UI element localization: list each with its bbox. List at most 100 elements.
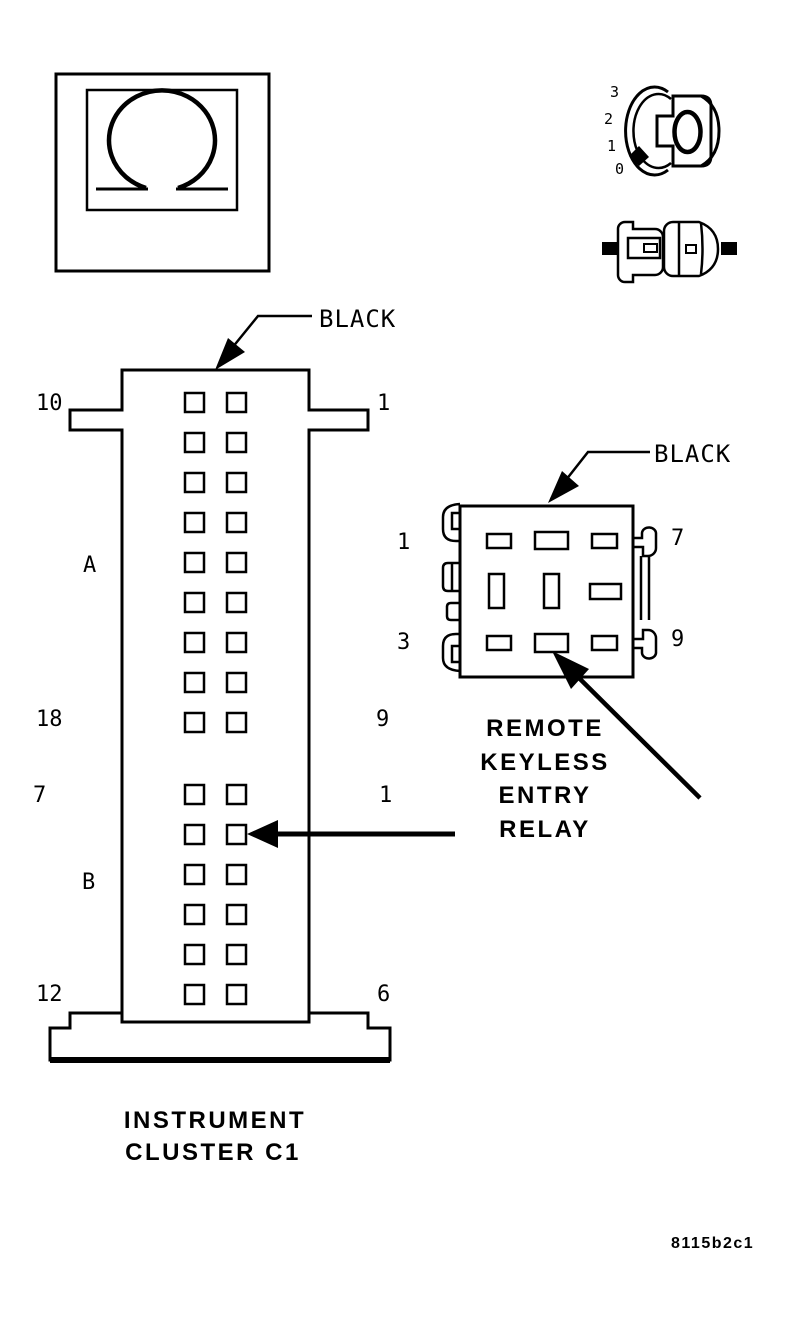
cluster-pin-a-r6-c1	[183, 591, 206, 614]
relay-pin-label-9: 9	[671, 627, 684, 652]
relay-pin-grid	[485, 530, 623, 654]
figure-code: 8115b2c1	[671, 1235, 754, 1252]
relay-pin-1	[485, 532, 513, 550]
relay-pin-5	[542, 572, 561, 610]
connector-right-slot	[685, 244, 697, 254]
cluster-pin-b-r1-c1	[183, 783, 206, 806]
cluster-pin-a-r8-c1	[183, 671, 206, 694]
relay-pin-4	[487, 572, 506, 610]
cluster-pin-b-r3-c1	[183, 863, 206, 886]
dial-position-1: 1	[607, 137, 616, 155]
cluster-pin-b-r2-c2	[225, 823, 248, 846]
relay-pin-6	[588, 582, 623, 601]
cluster-section-b-label: B	[82, 870, 95, 895]
cluster-caption-line2: CLUSTER C1	[125, 1139, 301, 1166]
relay-color-label: BLACK	[654, 440, 731, 468]
cluster-pin-a-r1-c1	[183, 391, 206, 414]
connector-left-key	[643, 243, 658, 253]
cluster-pin-b-r5-c2	[225, 943, 248, 966]
relay-pin-3	[590, 532, 619, 550]
relay-pin-arrowhead	[552, 651, 589, 689]
rotary-dial-icon: 3 2 1 0	[604, 83, 721, 178]
relay-left-clip-top-inner	[450, 511, 460, 531]
cluster-pin-a-r3-c2	[225, 471, 248, 494]
cluster-pin-a-r4-c1	[183, 511, 206, 534]
cluster-pin-a-r2-c1	[183, 431, 206, 454]
cluster-pin-a-r3-c1	[183, 471, 206, 494]
cluster-a-bottom-left-pin: 18	[36, 707, 63, 732]
relay-connector: BLACK 1 7 3 9 REMOTE KEYLESS ENTRY RELAY	[397, 440, 731, 843]
omega-glyph	[106, 88, 218, 191]
cluster-a-top-right-pin: 1	[377, 391, 390, 416]
relay-right-hook-top	[633, 526, 658, 558]
relay-pin-2	[533, 530, 570, 551]
cluster-b-top-left-pin: 7	[33, 783, 46, 808]
dial-position-3: 3	[610, 83, 619, 101]
relay-left-clip-bottom	[441, 632, 461, 673]
relay-pin-label-3: 3	[397, 630, 410, 655]
cluster-pin-b-r2-c1	[183, 823, 206, 846]
instrument-cluster-connector: BLACK 10 1 A 18 9 7 1 B 12 6 INSTRUMENT …	[33, 305, 455, 1166]
dial-ring-inner	[632, 92, 672, 170]
relay-pin-label-7: 7	[671, 526, 684, 551]
relay-pin-arrow-shaft	[575, 674, 702, 800]
cluster-pin-arrowhead	[247, 820, 278, 848]
cluster-pin-a-r9-c1	[183, 711, 206, 734]
cluster-pin-a-r1-c2	[225, 391, 248, 414]
cluster-pin-a-r8-c2	[225, 671, 248, 694]
cluster-pin-a-r7-c1	[183, 631, 206, 654]
dial-ring-outer	[624, 85, 669, 177]
cluster-caption-line1: INSTRUMENT	[124, 1107, 306, 1134]
cluster-b-bottom-right-pin: 6	[377, 982, 390, 1007]
connector-left-slot	[626, 236, 662, 260]
relay-pin-9	[590, 634, 619, 652]
cluster-color-label: BLACK	[319, 305, 396, 333]
cluster-a-bottom-right-pin: 9	[376, 707, 389, 732]
cluster-b-top-right-pin: 1	[379, 783, 392, 808]
cluster-pin-a-r7-c2	[225, 631, 248, 654]
ohmmeter-icon	[54, 72, 271, 273]
cluster-pin-a-r5-c1	[183, 551, 206, 574]
cluster-pin-a-r4-c2	[225, 511, 248, 534]
cluster-pin-grid	[183, 391, 248, 1006]
cluster-b-bottom-left-pin: 12	[36, 982, 63, 1007]
cluster-color-arrowhead	[215, 338, 245, 370]
relay-left-clip-bottom-inner	[450, 644, 460, 664]
cluster-pin-a-r5-c2	[225, 551, 248, 574]
dial-position-0: 0	[615, 160, 624, 178]
relay-caption-line1: REMOTE	[486, 715, 604, 742]
relay-pin-8	[533, 632, 570, 654]
relay-left-clip-middle	[441, 561, 460, 593]
relay-right-hook-bottom	[633, 628, 658, 660]
cluster-a-top-left-pin: 10	[36, 391, 63, 416]
relay-pin-7	[485, 634, 513, 652]
relay-caption-line4: RELAY	[499, 816, 591, 843]
cluster-section-a-label: A	[83, 553, 96, 578]
connector-pair-icon	[602, 220, 737, 284]
relay-left-clip-top	[441, 502, 461, 543]
cluster-pin-b-r4-c2	[225, 903, 248, 926]
connector-right-half	[662, 220, 720, 278]
cluster-pin-b-r4-c1	[183, 903, 206, 926]
dial-knob	[655, 94, 713, 168]
cluster-body	[68, 368, 370, 1024]
relay-color-arrowhead	[548, 471, 579, 503]
connector-right-cap-line	[699, 222, 704, 275]
connector-left-wire-stub	[602, 242, 617, 255]
dial-pointer	[629, 146, 649, 166]
cluster-pin-b-r6-c1	[183, 983, 206, 1006]
relay-caption-line3: ENTRY	[499, 782, 592, 809]
cluster-pin-b-r5-c1	[183, 943, 206, 966]
dial-knob-side	[700, 94, 721, 168]
relay-left-clip-foot	[445, 601, 460, 622]
relay-caption-line2: KEYLESS	[480, 749, 610, 776]
cluster-pin-b-r1-c2	[225, 783, 248, 806]
dial-position-2: 2	[604, 110, 613, 128]
connector-right-wire-stub	[721, 242, 737, 255]
ohmmeter-outer-box	[54, 72, 271, 273]
dial-knob-zero	[672, 109, 703, 155]
cluster-pin-b-r6-c2	[225, 983, 248, 1006]
relay-pin-label-1: 1	[397, 530, 410, 555]
cluster-pin-a-r2-c2	[225, 431, 248, 454]
